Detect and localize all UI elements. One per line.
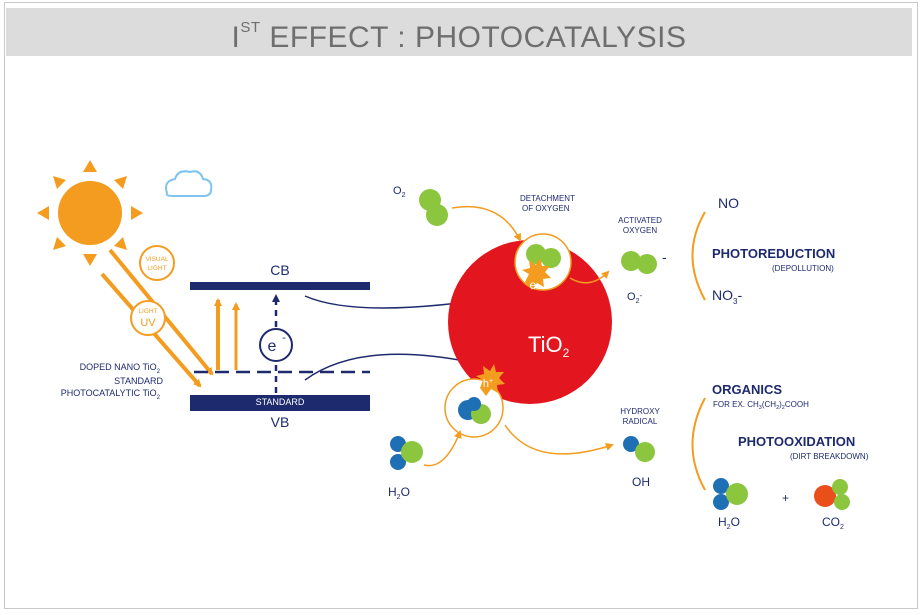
valence-band [190,395,370,411]
hole-transfer-arrow [304,353,472,381]
uv-label: UV [140,317,156,329]
visual-label-line2: LIGHT [147,265,166,272]
hydroxy-arrow [504,424,614,455]
example-end: COOH [785,400,809,409]
superoxide-label: O2- [627,291,642,305]
o2-arrow [451,205,521,242]
photoreduction-subtitle: (DEPOLLUTION) [772,264,834,273]
visual-light-badge: VISUAL LIGHT [139,245,175,281]
band-diagram: CB STANDARD VB e - [190,262,370,430]
product-h2o-label: H2O [718,515,740,531]
example-sub1: 3 [759,405,762,411]
hydroxy-molecule [623,436,655,462]
o2-molecule [419,189,448,226]
product-h2o-end: O [731,515,740,529]
tio2-label: TiO2 [528,332,570,360]
product-h2o-text: H [718,515,727,529]
example-sub3: 2 [782,405,785,411]
no3-label: NO3- [712,287,742,306]
o2-label: O2 [393,185,406,199]
svg-text:PHOTOCATALYTIC TiO2: PHOTOCATALYTIC TiO2 [61,388,161,401]
hydroxy-label-line1: HYDROXY [620,407,660,416]
photocatalytic-sub: 2 [157,395,161,401]
hydroxy-label-line2: RADICAL [623,417,658,426]
activated-oxygen-molecule [621,251,657,274]
h2o-text: H [388,485,397,499]
no3-sup: - [737,287,742,303]
standard-label: STANDARD [114,376,163,386]
plus-sign: + [782,491,789,505]
hole-site [444,364,505,438]
h2o-molecule [390,436,423,470]
superoxide-text: O [627,291,636,303]
uv-light-badge: LIGHT UV [130,300,166,336]
standard-band-label: STANDARD [256,397,305,407]
oh-label: OH [632,475,650,489]
cloud-icon [165,170,213,197]
sun-icon [37,160,143,266]
h2o-end: O [401,485,410,499]
o2-text: O [393,185,402,197]
hole-label: h+ [483,378,493,390]
conduction-band [190,282,370,290]
hole-sup: + [489,378,493,385]
no3-text: NO [712,287,733,303]
electron-sup: - [282,332,286,344]
photooxidation-subtitle: (DIRT BREAKDOWN) [790,452,869,461]
visual-label-line1: VISUAL [145,256,169,263]
uv-light-label: LIGHT [138,308,157,315]
vb-label: VB [271,414,290,430]
photocatalytic-label: PHOTOCATALYTIC TiO [61,388,157,398]
cb-label: CB [270,262,289,278]
page-title: IST EFFECT : PHOTOCATALYSIS [231,19,687,54]
example-text: FOR EX. CH [713,400,759,409]
activated-minus: - [662,249,667,265]
co2-sub: 2 [840,524,844,531]
co2-label: CO2 [822,515,844,531]
h2o-sub: 2 [397,494,401,501]
tio2-text: TiO [528,332,563,357]
co2-text: CO [822,515,840,529]
tio2-particle [448,240,612,404]
co2-molecule [814,479,850,510]
o2-sub: 2 [402,192,406,199]
no3-sub: 3 [733,297,738,306]
doped-nano-label: DOPED NANO TiO [80,362,157,372]
activated-label-line2: OXYGEN [623,226,657,235]
photooxidation-title: PHOTOOXIDATION [738,434,855,449]
example-mid: (CH [762,400,776,409]
detachment-label-line1: DETACHMENT [520,194,575,203]
photoreduction-title: PHOTOREDUCTION [712,246,835,261]
h2o-arrow [423,430,462,467]
electron-site [514,233,572,291]
tio2-sub: 2 [563,346,570,360]
detachment-label-line2: OF OXYGEN [522,204,570,213]
activated-arrow [569,270,610,284]
oxidation-bracket [691,397,706,491]
title-bar: IST EFFECT : PHOTOCATALYSIS [6,8,912,56]
organics-title: ORGANICS [712,382,782,397]
h2o-label: H2O [388,485,410,501]
electron-symbol: e [268,338,277,355]
hole-text: h [483,378,489,390]
product-h2o-molecule [713,478,748,510]
left-labels: DOPED NANO TiO2 STANDARD PHOTOCATALYTIC … [61,362,164,401]
organics-example: FOR EX. CH3(CH2)2COOH [713,400,809,411]
activated-label-line1: ACTIVATED [618,216,662,225]
electron-site-label: e [530,278,537,292]
electron-badge [259,328,293,362]
product-h2o-sub: 2 [727,524,731,531]
no-label: NO [718,195,739,211]
example-mid2: ) [779,400,782,409]
doped-sub: 2 [157,369,161,375]
reduction-bracket [691,211,706,301]
example-sub2: 2 [776,405,779,411]
superoxide-sup: - [639,291,642,300]
svg-text:DOPED NANO TiO2: DOPED NANO TiO2 [80,362,161,375]
superoxide-sub: 2 [636,298,640,305]
